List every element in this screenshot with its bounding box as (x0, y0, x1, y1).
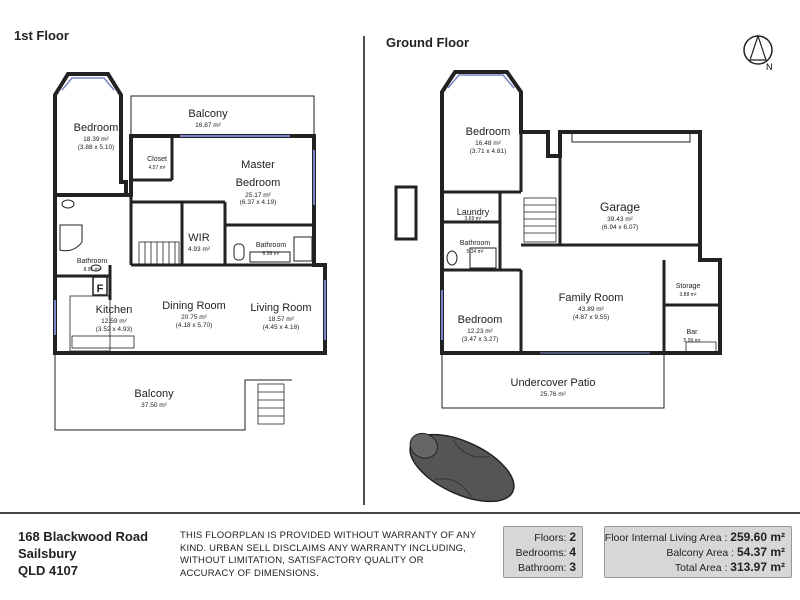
first-floor-title: 1st Floor (14, 28, 69, 43)
floorplan-drawing (53, 36, 722, 505)
address-line-3: QLD 4107 (18, 563, 78, 578)
total-area: Total Area : 313.97 m² (674, 560, 785, 574)
balcony-area: Balcony Area : 54.37 m² (666, 545, 785, 559)
bedrooms-count: Bedrooms: 4 (515, 545, 576, 559)
ground-floor-title: Ground Floor (386, 35, 470, 50)
area-summary-box: Floor Internal Living Area : 259.60 m² B… (604, 526, 792, 578)
north-compass-icon: N (743, 34, 773, 72)
address-line-2: Sailsbury (18, 546, 77, 561)
bathroom-count: Bathroom: 3 (517, 560, 576, 574)
car-silhouette (409, 432, 515, 503)
fridge-label: F (96, 283, 104, 295)
disclaimer-text: THIS FLOORPLAN IS PROVIDED WITHOUT WARRA… (180, 530, 477, 579)
room-count-box: Floors: 2 Bedrooms: 4 Bathroom: 3 (503, 526, 583, 578)
internal-area: Floor Internal Living Area : 259.60 m² (604, 530, 785, 544)
compass-north-letter: N (766, 62, 773, 72)
first-floor-plan (53, 72, 327, 431)
address-line-1: 168 Blackwood Road (18, 529, 149, 544)
property-address: 168 Blackwood Road Sailsbury QLD 4107 (18, 528, 148, 579)
footer-divider (0, 512, 800, 514)
floors-count: Floors: 2 (534, 530, 576, 544)
ground-floor-plan (394, 70, 722, 409)
